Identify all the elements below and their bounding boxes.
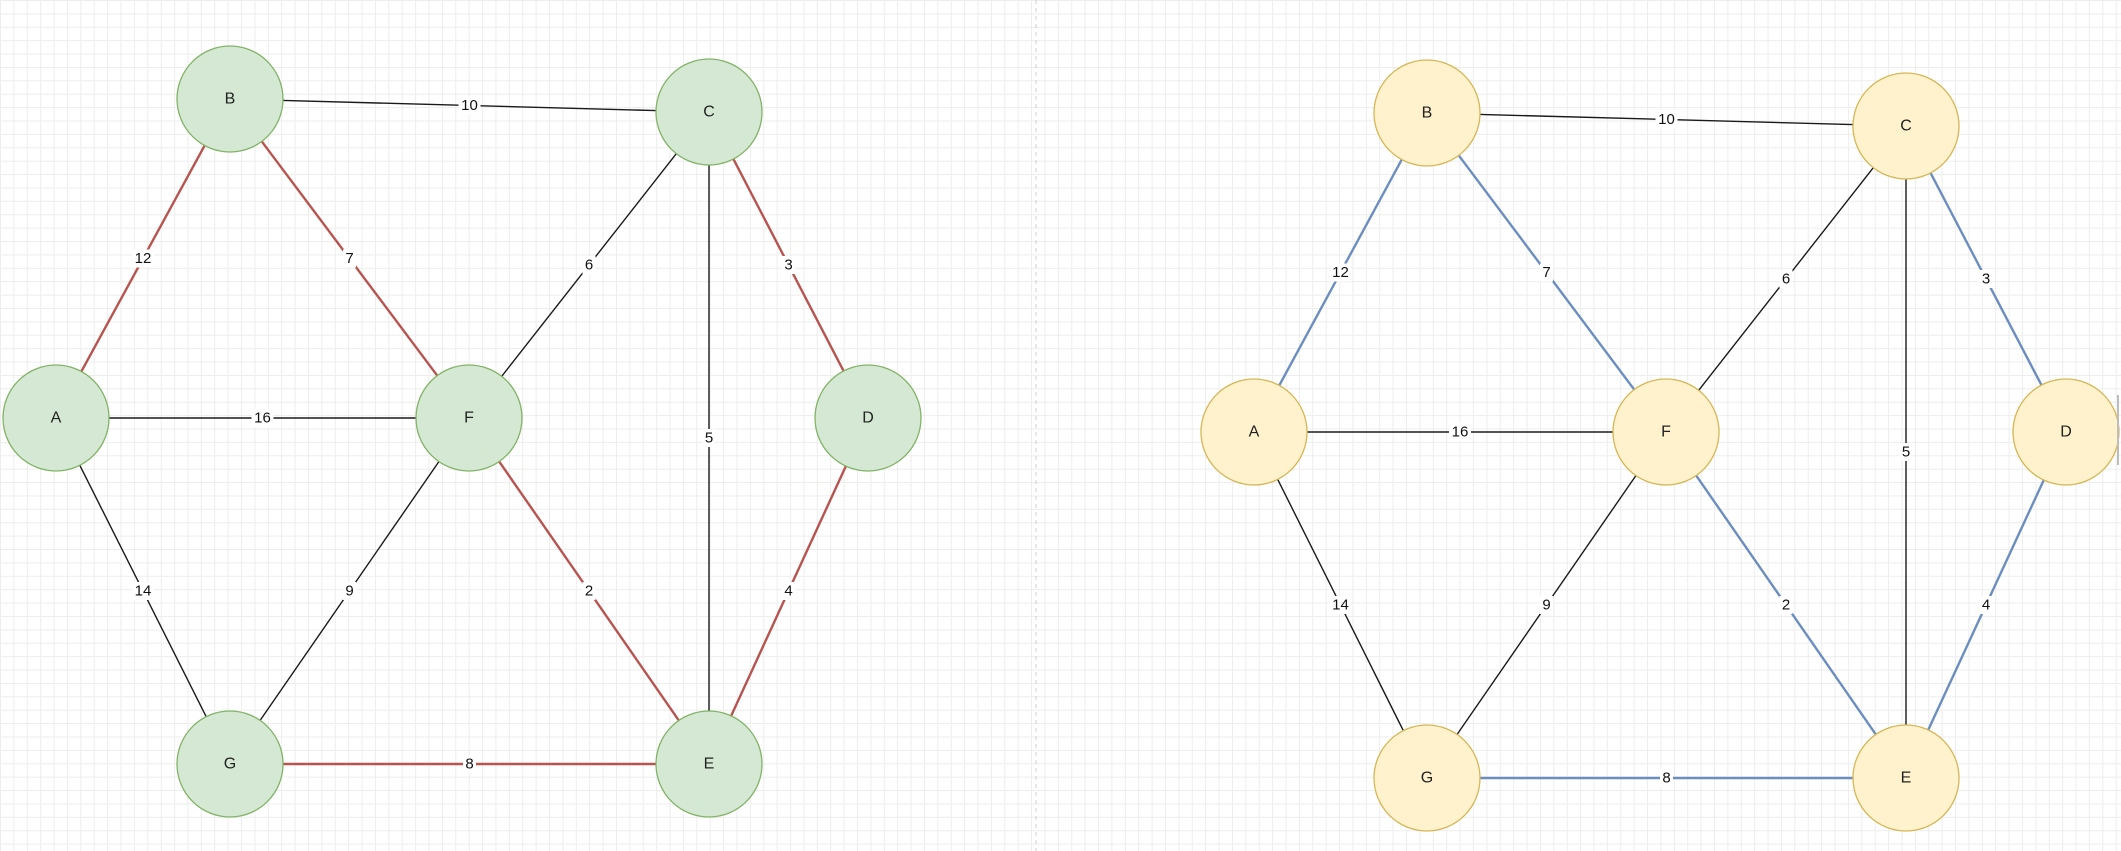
node-label: D — [2060, 424, 2072, 441]
node-d[interactable]: D — [2012, 378, 2120, 486]
edge-weight-label: 6 — [585, 257, 593, 274]
node-circle — [2, 364, 110, 472]
node-g[interactable]: G — [176, 710, 284, 818]
node-label: A — [1249, 424, 1260, 441]
node-circle — [655, 58, 763, 166]
edge-label-background — [343, 249, 356, 268]
edge-label-background — [1779, 270, 1793, 288]
edge-weight-label: 14 — [1332, 597, 1349, 614]
node-d[interactable]: D — [814, 364, 922, 472]
node-label: F — [464, 410, 474, 427]
edge-label-background — [782, 256, 795, 274]
edge-weight-label: 12 — [1332, 264, 1349, 281]
edge-label-background — [132, 582, 154, 600]
node-f[interactable]: F — [1612, 378, 1720, 486]
edge-weight-label: 10 — [461, 97, 478, 114]
edge-weight-label: 7 — [345, 250, 353, 267]
node-label: D — [862, 410, 874, 427]
node-c[interactable]: C — [1852, 72, 1960, 180]
edge-weight-label: 10 — [1658, 111, 1675, 128]
node-e[interactable]: E — [655, 710, 763, 818]
edge-weight-label: 16 — [1452, 424, 1469, 441]
edge-label-background — [1779, 596, 1793, 614]
edge-weight-label: 12 — [135, 250, 152, 267]
edge-weight-label: 8 — [1662, 770, 1670, 787]
edge-weight-label: 2 — [1782, 597, 1790, 614]
node-circle — [1852, 724, 1960, 832]
node-label: B — [1422, 105, 1433, 122]
edge-label-background — [458, 96, 481, 115]
node-circle — [1200, 378, 1308, 486]
node-circle — [814, 364, 922, 472]
edge-weight-label: 9 — [345, 583, 353, 600]
node-label: E — [1901, 770, 1912, 787]
edge-label-background — [251, 409, 274, 427]
edge-label-background — [702, 429, 716, 447]
edge-label-background — [1540, 263, 1553, 282]
edge-weight-label: 3 — [1982, 271, 1990, 288]
node-label: C — [703, 104, 715, 121]
node-label: B — [225, 91, 236, 108]
edge-label-background — [1979, 270, 1993, 288]
edge-layer: 10 12 7 6 3 5 16 14 9 2 4 8 — [1277, 110, 2045, 787]
edge-weight-label: 5 — [1902, 444, 1910, 461]
edge-weight-label: 5 — [705, 430, 713, 447]
node-layer: A B C D E F G — [1200, 59, 2120, 832]
edge-label-background — [1979, 596, 1993, 614]
edge-layer: 10 12 7 6 3 5 16 14 9 2 4 8 — [79, 96, 847, 773]
node-circle — [415, 364, 523, 472]
edge-label-background — [582, 582, 596, 600]
edge-label-background — [1660, 769, 1673, 787]
edge-label-background — [1449, 423, 1471, 441]
graph-left: 10 12 7 6 3 5 16 14 9 2 4 8 A B C D E F G — [2, 45, 922, 818]
edge-weight-label: 2 — [585, 583, 593, 600]
edge-label-background — [1540, 596, 1553, 614]
node-label: C — [1900, 118, 1912, 135]
edge-label-background — [1655, 110, 1678, 129]
node-circle — [1373, 724, 1481, 832]
graph-right: 10 12 7 6 3 5 16 14 9 2 4 8 A B C D E F G — [1200, 59, 2120, 832]
node-circle — [1612, 378, 1720, 486]
edge-label-background — [782, 582, 795, 600]
edge-label-background — [582, 256, 596, 274]
node-f[interactable]: F — [415, 364, 523, 472]
node-circle — [1852, 72, 1960, 180]
edge-label-background — [1899, 443, 1913, 461]
edge-label-background — [1329, 263, 1352, 282]
edge-weight-label: 9 — [1542, 597, 1550, 614]
node-label: E — [704, 756, 715, 773]
node-circle — [655, 710, 763, 818]
node-c[interactable]: C — [655, 58, 763, 166]
node-label: G — [224, 756, 236, 773]
edge-weight-label: 14 — [135, 583, 152, 600]
node-a[interactable]: A — [1200, 378, 1308, 486]
node-circle — [176, 710, 284, 818]
node-a[interactable]: A — [2, 364, 110, 472]
edge-weight-label: 4 — [1982, 597, 1990, 614]
edge-label-background — [343, 582, 356, 600]
node-label: G — [1421, 770, 1433, 787]
edge-label-background — [132, 249, 154, 268]
edge-weight-label: 7 — [1542, 264, 1550, 281]
edge-label-background — [463, 755, 476, 773]
node-e[interactable]: E — [1852, 724, 1960, 832]
node-g[interactable]: G — [1373, 724, 1481, 832]
node-label: A — [51, 410, 62, 427]
edge-weight-label: 8 — [465, 756, 473, 773]
node-circle — [1373, 59, 1481, 167]
node-layer: A B C D E F G — [2, 45, 922, 818]
edge-weight-label: 6 — [1782, 271, 1790, 288]
node-label: F — [1661, 424, 1671, 441]
edge-weight-label: 4 — [784, 583, 792, 600]
node-b[interactable]: B — [176, 45, 284, 153]
edge-weight-label: 16 — [254, 410, 271, 427]
node-b[interactable]: B — [1373, 59, 1481, 167]
edge-weight-label: 3 — [784, 257, 792, 274]
edge-label-background — [1329, 596, 1352, 614]
node-circle — [176, 45, 284, 153]
